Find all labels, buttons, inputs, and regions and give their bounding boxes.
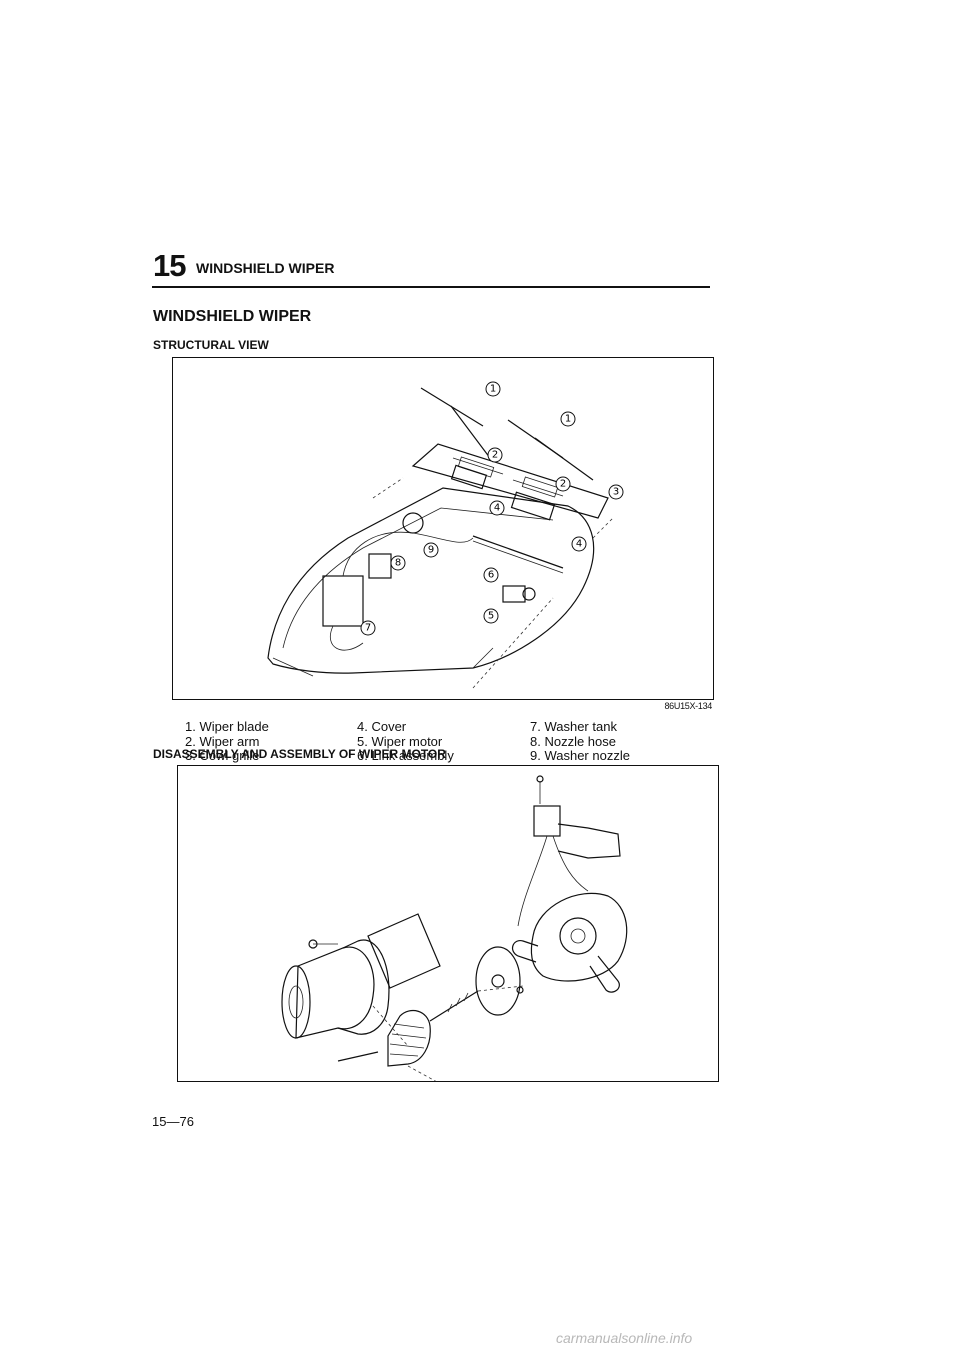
- callout-3-text: 3: [613, 487, 619, 498]
- legend-item: 4. Cover: [357, 719, 407, 734]
- section-number: 15: [153, 248, 186, 283]
- wiper-motor-figure: [177, 765, 719, 1082]
- header-rule: [152, 286, 710, 288]
- figure-code: 86U15X-134: [664, 701, 712, 711]
- legend-item: 6. Link assembly: [357, 748, 454, 763]
- callout-9: 9: [423, 542, 439, 558]
- callout-3: 3: [608, 484, 624, 500]
- legend-item: 9. Washer nozzle: [530, 748, 630, 763]
- wiper-motor-drawing: [281, 775, 628, 1081]
- callout-2a: 2: [487, 447, 503, 463]
- callout-7: 7: [360, 620, 376, 636]
- legend-item: 2. Wiper arm: [185, 733, 260, 749]
- callout-7-text: 7: [365, 623, 371, 634]
- structural-view-figure: 1 1 2 2 3 4 4 5 6 7 8 9: [172, 357, 714, 700]
- callout-4a-text: 4: [494, 503, 500, 514]
- callout-4a: 4: [489, 500, 505, 516]
- page-heading: WINDSHIELD WIPER: [153, 308, 312, 325]
- callout-2a-text: 2: [492, 450, 498, 461]
- watermark: carmanualsonline.info: [556, 1330, 693, 1346]
- legend-column-2: 4. Cover 5. Wiper motor 6. Link assembly: [357, 719, 454, 764]
- callout-8-text: 8: [395, 558, 401, 569]
- callout-2b-text: 2: [560, 479, 566, 490]
- callout-1a-text: 1: [490, 384, 496, 395]
- callout-4b-text: 4: [576, 539, 582, 550]
- callout-8: 8: [390, 555, 406, 571]
- legend-column-3: 7. Washer tank 8. Nozzle hose 9. Washer …: [530, 719, 630, 764]
- structural-view-drawing: 1 1 2 2 3 4 4 5 6 7 8 9: [267, 381, 624, 689]
- legend-item: 8. Nozzle hose: [530, 733, 616, 749]
- callout-1a: 1: [485, 381, 501, 397]
- legend-item: 7. Washer tank: [530, 719, 617, 734]
- callout-1b-text: 1: [565, 414, 571, 425]
- page-number: 15—76: [152, 1114, 194, 1129]
- legend-column-1: 1. Wiper blade 2. Wiper arm 3. Cowl gril…: [185, 719, 269, 764]
- callout-5-text: 5: [488, 611, 494, 622]
- callout-1b: 1: [560, 411, 576, 427]
- callout-9-text: 9: [428, 545, 434, 556]
- structural-view-heading: STRUCTURAL VIEW: [153, 338, 269, 352]
- callout-4b: 4: [571, 536, 587, 552]
- callout-2b: 2: [555, 476, 571, 492]
- motor-section-heading: DISASSEMBLY AND ASSEMBLY OF WIPER MOTOR: [153, 747, 446, 761]
- legend-item: 1. Wiper blade: [185, 719, 269, 734]
- callout-6: 6: [483, 567, 499, 583]
- legend-item: 3. Cowl grille: [185, 748, 260, 763]
- legend-item: 5. Wiper motor: [357, 733, 443, 749]
- callout-5: 5: [483, 608, 499, 624]
- section-title: WINDSHIELD WIPER: [196, 260, 335, 276]
- callout-6-text: 6: [488, 570, 494, 581]
